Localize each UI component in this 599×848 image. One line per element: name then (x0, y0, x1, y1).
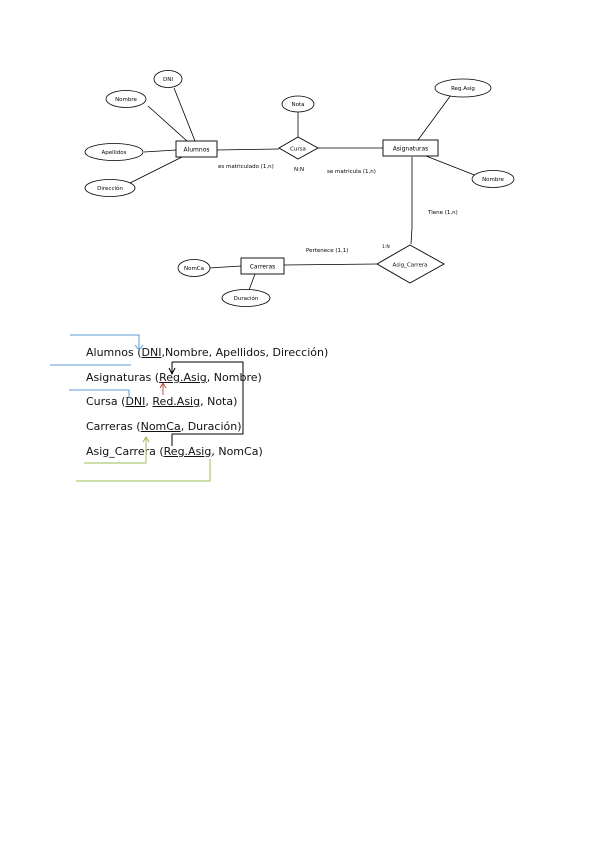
line-alumnos-direccion (129, 156, 183, 184)
line-carreras-nomca (208, 265, 242, 269)
schema-asig-carrera: Asig_Carrera (Reg.Asig, NomCa) (86, 445, 263, 458)
schema-carreras-pk: NomCa (140, 420, 181, 433)
schema-asig-carrera-pk: Reg.Asig (163, 445, 212, 458)
attribute-nombre-alumno (105, 90, 147, 108)
schema-cursa-open: ( (117, 395, 126, 408)
attribute-nota (281, 95, 315, 113)
relationship-asig-carrera-label: Asig_Carrera (393, 263, 428, 269)
line-alumnos-dni (173, 87, 196, 142)
schema-cursa-rest: , Nota) (200, 395, 238, 408)
fk-arrow-dni-cursa (69, 389, 130, 398)
er-diagram: Alumnos Asignaturas Carreras Cursa Asig_… (84, 70, 515, 307)
schema-cursa-pk1: DNI (125, 395, 146, 408)
attribute-nombre-alumno-label: Nombre (115, 97, 137, 103)
fk-arrow-regasig-line (171, 361, 244, 446)
fk-arrow-red-asig (159, 382, 167, 395)
schema-cursa-sep: , (145, 395, 153, 408)
attribute-duracion (221, 289, 271, 307)
schema-alumnos-open: ( (133, 346, 142, 359)
schema-asig-carrera-rest: , NomCa) (211, 445, 263, 458)
fk-arrow-regasig-head (168, 367, 176, 376)
schema-carreras-open: ( (132, 420, 141, 433)
line-alumnos-apellidos (143, 149, 177, 153)
entity-alumnos: Alumnos (175, 140, 218, 158)
fk-arrow-dni (50, 334, 144, 398)
entity-carreras: Carreras (240, 257, 285, 275)
attribute-direccion (84, 179, 136, 197)
schema-asig-carrera-name: Asig_Carrera (86, 445, 156, 458)
schema-asignaturas-name: Asignaturas (86, 371, 152, 384)
edge-label-cursa-asignaturas: se matricula (1,n) (327, 169, 376, 175)
fk-arrow-nomca (76, 436, 211, 482)
attribute-nombre-asig (471, 170, 515, 188)
foreign-key-arrows (50, 334, 244, 482)
attribute-reg-asig (434, 78, 492, 98)
entity-asignaturas: Asignaturas (382, 139, 439, 157)
edge-label-cursa-mark: N:N (294, 167, 304, 173)
entity-alumnos-label: Alumnos (183, 147, 209, 154)
fk-arrow-nomca-line (84, 437, 147, 464)
attribute-reg-asig-label: Reg.Asig (451, 86, 475, 92)
edge-label-tiene: Tiene (1,n) (427, 210, 458, 216)
attribute-nota-label: Nota (291, 102, 304, 108)
edge-label-pertenece: Pertenece (1,1) (306, 248, 348, 254)
line-asignaturas-asigcarrera (410, 157, 413, 245)
schema-alumnos: Alumnos (DNI,Nombre, Apellidos, Direcció… (86, 346, 328, 359)
fk-arrow-regasig (168, 361, 244, 446)
fk-arrow-dni-top (70, 334, 140, 350)
schema-asignaturas-open: ( (151, 371, 160, 384)
schema-asig-carrera-open: ( (155, 445, 164, 458)
relationship-cursa-label: Cursa (290, 147, 306, 153)
line-alumnos-nombre (147, 105, 188, 142)
schema-cursa: Cursa (DNI, Red.Asig, Nota) (86, 395, 237, 408)
er-connectors (129, 87, 478, 291)
schema-alumnos-name: Alumnos (86, 346, 134, 359)
attribute-apellidos-label: Apellidos (102, 150, 127, 156)
fk-arrow-nomca-head (142, 436, 150, 443)
schema-carreras-rest: , Duración) (180, 420, 242, 433)
attribute-nomca-label: NomCa (184, 266, 204, 272)
edge-label-alumnos-cursa: es matriculado (1,n) (218, 164, 274, 170)
line-carreras-duracion (248, 273, 256, 291)
schema-carreras-name: Carreras (86, 420, 133, 433)
schema-carreras: Carreras (NomCa, Duración) (86, 420, 242, 433)
edge-label-asig-mark: 1:N (382, 244, 390, 250)
attribute-nombre-asig-label: Nombre (482, 177, 504, 183)
fk-arrow-nomca-bottom (76, 459, 211, 482)
attribute-dni (153, 70, 183, 88)
schema-asignaturas-rest: , Nombre) (206, 371, 262, 384)
line-asignaturas-nombre (425, 155, 478, 177)
attribute-direccion-label: Dirección (97, 185, 123, 192)
entity-carreras-label: Carreras (250, 264, 276, 271)
attribute-dni-label: DNI (163, 77, 173, 83)
line-asignaturas-regasig (417, 94, 452, 141)
relationship-asig-carrera: Asig_Carrera (376, 244, 445, 284)
attribute-duracion-label: Duración (234, 295, 259, 302)
fk-arrow-red-asig-head (159, 382, 167, 389)
relational-schema: Alumnos (DNI,Nombre, Apellidos, Direcció… (86, 346, 328, 458)
attribute-nomca (177, 259, 211, 277)
fk-arrow-dni-head (134, 344, 144, 351)
schema-asignaturas-pk: Reg.Asig (159, 371, 207, 384)
schema-asignaturas: Asignaturas (Reg.Asig, Nombre) (86, 371, 262, 384)
schema-alumnos-pk: DNI (141, 346, 162, 359)
line-carreras-asigcarrera (283, 263, 378, 266)
schema-alumnos-rest: ,Nombre, Apellidos, Dirección) (161, 346, 329, 359)
attribute-apellidos (84, 143, 144, 161)
entity-asignaturas-label: Asignaturas (393, 146, 429, 153)
relationship-cursa: Cursa (278, 136, 319, 160)
schema-cursa-name: Cursa (86, 395, 118, 408)
schema-cursa-pk2: Red.Asig (152, 395, 201, 408)
line-alumnos-cursa (216, 148, 280, 151)
